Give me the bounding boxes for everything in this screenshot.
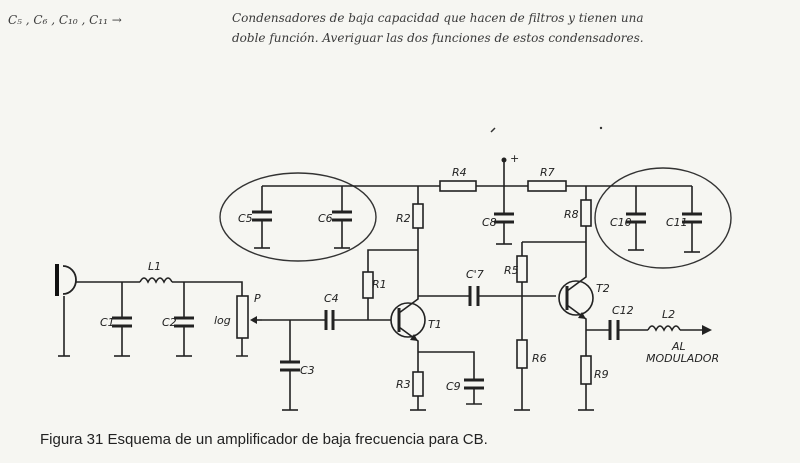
l1-wire	[172, 281, 243, 296]
pot-ground	[236, 338, 248, 357]
resistor-r1	[362, 271, 374, 299]
label-output-modulador: MODULADOR	[646, 352, 719, 365]
label-c11: C11	[666, 216, 688, 229]
r1-wire	[367, 249, 418, 320]
note-components: C₅ , C₆ , C₁₀ , C₁₁ →	[8, 13, 122, 27]
inductor-l2	[647, 325, 681, 332]
resistor-r7	[527, 180, 567, 192]
label-r5: R5	[504, 264, 519, 277]
label-t2: T2	[596, 282, 610, 295]
highlight-circle-c5-c6	[219, 172, 377, 262]
capacitor-c8	[494, 186, 514, 245]
label-r4: R4	[452, 166, 467, 179]
label-l1: L1	[148, 260, 161, 273]
capacitor-c3	[280, 320, 300, 411]
label-c9: C9	[446, 380, 461, 393]
resistor-r5	[516, 255, 528, 283]
output-arrow-icon	[702, 325, 712, 335]
plus-terminal	[501, 157, 507, 163]
scan-speck	[490, 127, 496, 133]
label-output-al: AL	[671, 340, 686, 353]
resistor-r2	[412, 203, 424, 229]
label-c2: C2	[162, 316, 177, 329]
highlight-circle-c10-c11	[594, 167, 732, 269]
label-r2: R2	[396, 212, 411, 225]
note-line-1: Condensadores de baja capacidad que hace…	[232, 11, 644, 25]
transistor-t1	[390, 296, 426, 352]
label-r8: R8	[564, 208, 579, 221]
capacitor-c9	[464, 378, 484, 405]
resistor-r3	[412, 371, 424, 397]
resistor-r4	[439, 180, 477, 192]
label-t1: T1	[428, 318, 442, 331]
plus-label: +	[510, 152, 519, 165]
bias-wires	[521, 241, 586, 410]
label-c5: C5	[238, 212, 253, 225]
capacitor-c2	[174, 282, 194, 357]
label-c4: C4	[324, 292, 339, 305]
resistor-r8	[580, 199, 592, 227]
scan-speck	[599, 126, 603, 130]
capacitor-c7	[468, 286, 480, 306]
label-c10: C10	[610, 216, 632, 229]
figure-caption: Figura 31 Esquema de un amplificador de …	[40, 431, 488, 448]
label-l2: L2	[662, 308, 675, 321]
label-r3: R3	[396, 378, 411, 391]
label-p: P	[254, 292, 261, 305]
capacitor-c11	[682, 186, 702, 253]
label-c7: C'7	[466, 268, 484, 281]
label-r1: R1	[372, 278, 387, 291]
resistor-r6	[516, 339, 528, 369]
t1-emitter-wire	[417, 351, 475, 410]
label-c1: C1	[100, 316, 115, 329]
capacitor-c5	[252, 186, 272, 249]
label-c12: C12	[612, 304, 634, 317]
capacitor-c6	[332, 186, 352, 249]
capacitor-c10	[626, 186, 646, 251]
label-r7: R7	[540, 166, 555, 179]
note-line-2: doble función. Averiguar las dos funcion…	[232, 31, 644, 45]
label-r6: R6	[532, 352, 547, 365]
resistor-r9	[580, 355, 592, 385]
t2-emitter-wire	[585, 329, 610, 410]
label-log: log	[214, 314, 231, 327]
capacitor-c4	[324, 310, 335, 330]
label-c3: C3	[300, 364, 315, 377]
capacitor-c12	[608, 320, 620, 340]
label-c6: C6	[318, 212, 333, 225]
label-r9: R9	[594, 368, 609, 381]
microphone-icon	[55, 264, 77, 357]
transistor-t2	[558, 242, 594, 330]
potentiometer-p	[236, 295, 249, 339]
inductor-l1	[139, 277, 173, 284]
capacitor-c1	[112, 282, 132, 357]
pot-wiper-arrow	[250, 316, 257, 324]
label-c8: C8	[482, 216, 497, 229]
